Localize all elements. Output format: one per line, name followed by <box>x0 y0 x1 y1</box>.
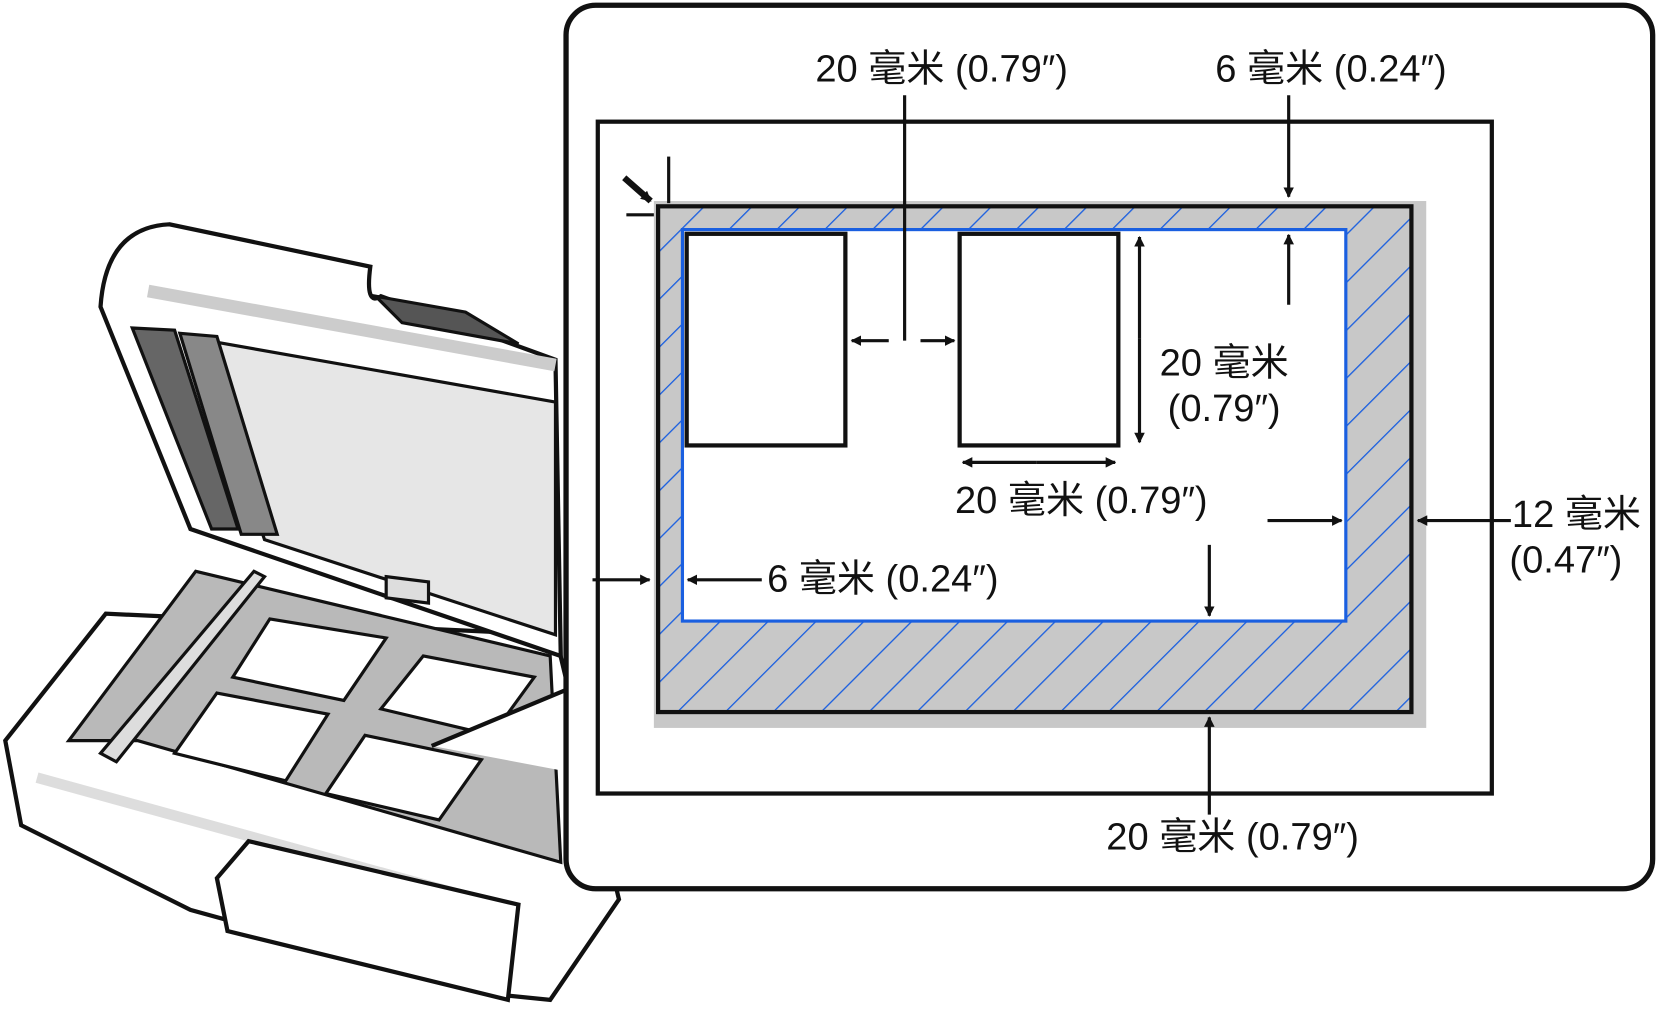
original-height-label-line2: (0.79″) <box>1168 388 1281 430</box>
scanner-glass-frame <box>595 119 1494 796</box>
dimension-arrows <box>592 95 1511 815</box>
right-margin-label-line2: (0.47″) <box>1509 539 1622 581</box>
origin-corner-arrow-icon <box>622 156 671 217</box>
scanner-illustration <box>3 222 622 1003</box>
original-height-label-line1: 20 毫米 <box>1160 342 1289 385</box>
original-document-2 <box>957 231 1121 448</box>
original-document-1 <box>684 231 848 448</box>
gap-between-originals-label: 20 毫米 (0.79″) <box>815 47 1068 90</box>
left-margin-label: 6 毫米 (0.24″) <box>767 557 998 600</box>
right-margin-label-line1: 12 毫米 <box>1512 493 1641 536</box>
top-margin-label: 6 毫米 (0.24″) <box>1215 47 1446 90</box>
original-width-label: 20 毫米 (0.79″) <box>955 479 1208 522</box>
bottom-margin-label: 20 毫米 (0.79″) <box>1106 816 1359 859</box>
